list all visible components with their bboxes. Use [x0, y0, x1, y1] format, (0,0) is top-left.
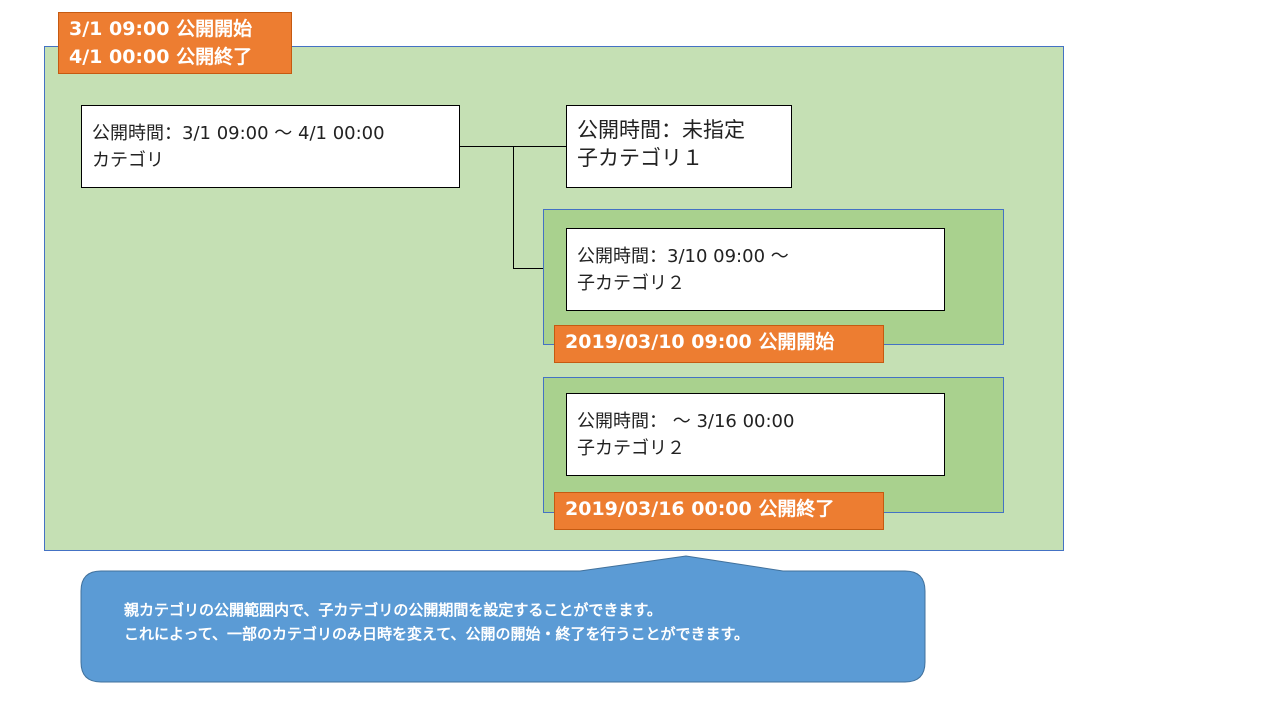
- callout-line: これによって、一部のカテゴリのみ日時を変えて、公開の開始・終了を行うことができま…: [124, 625, 750, 643]
- connector-line: [513, 146, 514, 269]
- child-category-1-box: 公開時間：未指定 子カテゴリ１: [566, 105, 792, 188]
- period-text: 公開時間： 〜 3/16 00:00: [577, 411, 795, 432]
- end-tag: 2019/03/16 00:00 公開終了: [554, 492, 884, 530]
- parent-start-label: 3/1 09:00 公開開始: [69, 18, 253, 40]
- callout-text: 親カテゴリの公開範囲内で、子カテゴリの公開期間を設定することができます。 これに…: [124, 598, 749, 646]
- child-category-2-start-box: 公開時間：3/10 09:00 〜 子カテゴリ２: [566, 228, 945, 311]
- connector-line: [459, 146, 566, 147]
- category-name: 子カテゴリ２: [577, 438, 685, 459]
- callout-line: 親カテゴリの公開範囲内で、子カテゴリの公開期間を設定することができます。: [124, 601, 662, 619]
- parent-category-box: 公開時間：3/1 09:00 〜 4/1 00:00 カテゴリ: [81, 105, 460, 188]
- child-category-2-end-box: 公開時間： 〜 3/16 00:00 子カテゴリ２: [566, 393, 945, 476]
- period-text: 公開時間：3/10 09:00 〜: [577, 246, 789, 267]
- category-name: 子カテゴリ１: [577, 146, 703, 170]
- period-text: 公開時間：未指定: [577, 118, 745, 142]
- connector-line: [513, 268, 566, 269]
- parent-period-tag: 3/1 09:00 公開開始 4/1 00:00 公開終了: [58, 12, 292, 74]
- period-text: 公開時間：3/1 09:00 〜 4/1 00:00: [92, 123, 385, 144]
- category-name: カテゴリ: [92, 150, 164, 171]
- parent-end-label: 4/1 00:00 公開終了: [69, 46, 253, 68]
- category-name: 子カテゴリ２: [577, 273, 685, 294]
- start-tag: 2019/03/10 09:00 公開開始: [554, 325, 884, 363]
